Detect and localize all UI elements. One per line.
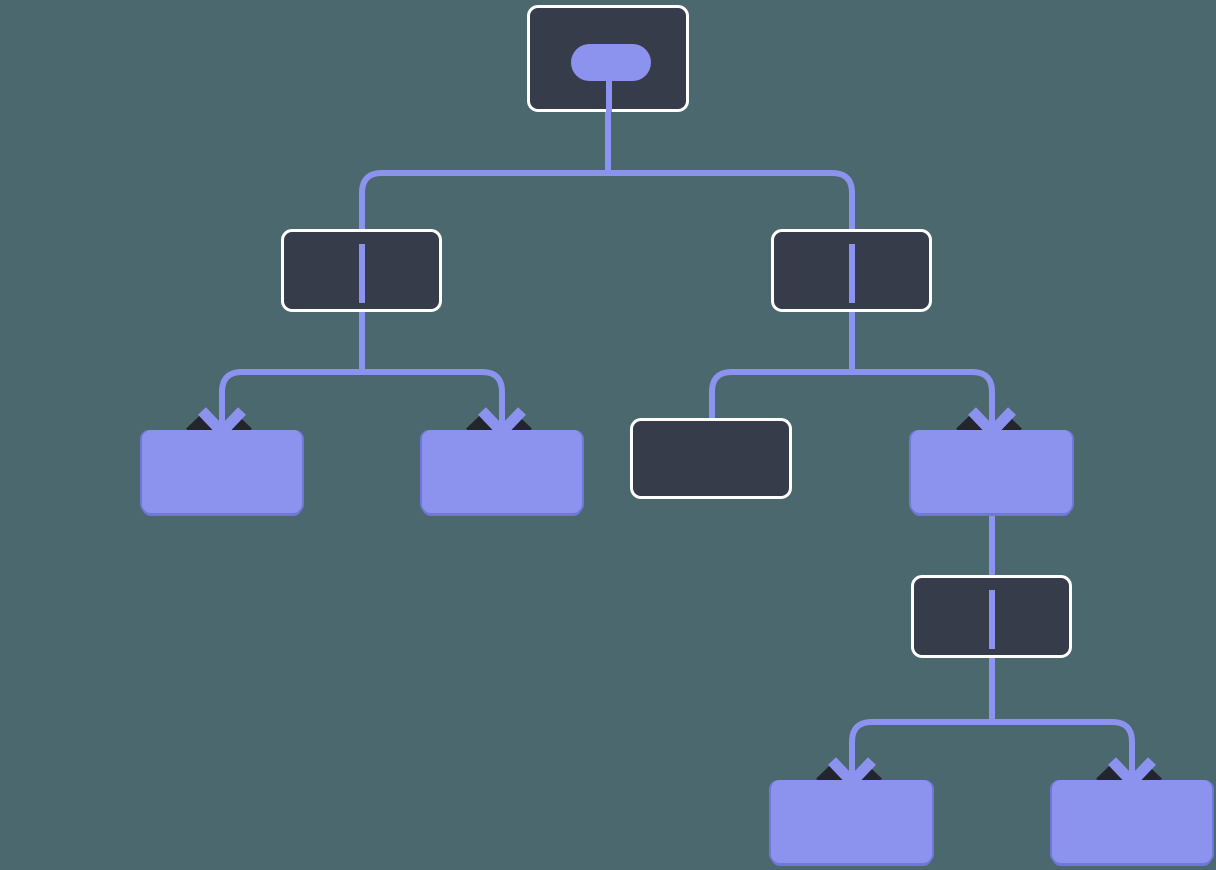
node-leaf-5[interactable] xyxy=(1052,780,1212,863)
edge-right-to-r2 xyxy=(852,369,995,436)
edge-right-to-r1 xyxy=(709,369,852,420)
node-leaf-1[interactable] xyxy=(142,430,302,513)
edge-r2a-to-b2 xyxy=(992,719,1135,786)
node-leaf-2[interactable] xyxy=(422,430,582,513)
node-root[interactable] xyxy=(527,5,689,112)
root-stem-icon xyxy=(606,78,612,112)
node-through-line xyxy=(359,244,365,303)
node-leaf-4[interactable] xyxy=(771,780,932,863)
edge-root-to-right xyxy=(608,170,855,229)
node-leaf-3[interactable] xyxy=(911,430,1072,513)
edge-left-to-l2 xyxy=(362,369,505,436)
node-level2-right[interactable] xyxy=(771,229,932,312)
node-level3-dark[interactable] xyxy=(630,418,792,499)
edge-root-to-left xyxy=(359,170,608,229)
edge-r2a-to-b1 xyxy=(849,719,992,786)
node-through-line xyxy=(849,244,855,303)
node-through-line xyxy=(989,590,995,649)
node-level2-left[interactable] xyxy=(281,229,442,312)
node-level4-dark[interactable] xyxy=(911,575,1072,658)
edge-left-to-l1 xyxy=(219,369,362,436)
root-pill-icon xyxy=(571,44,651,81)
